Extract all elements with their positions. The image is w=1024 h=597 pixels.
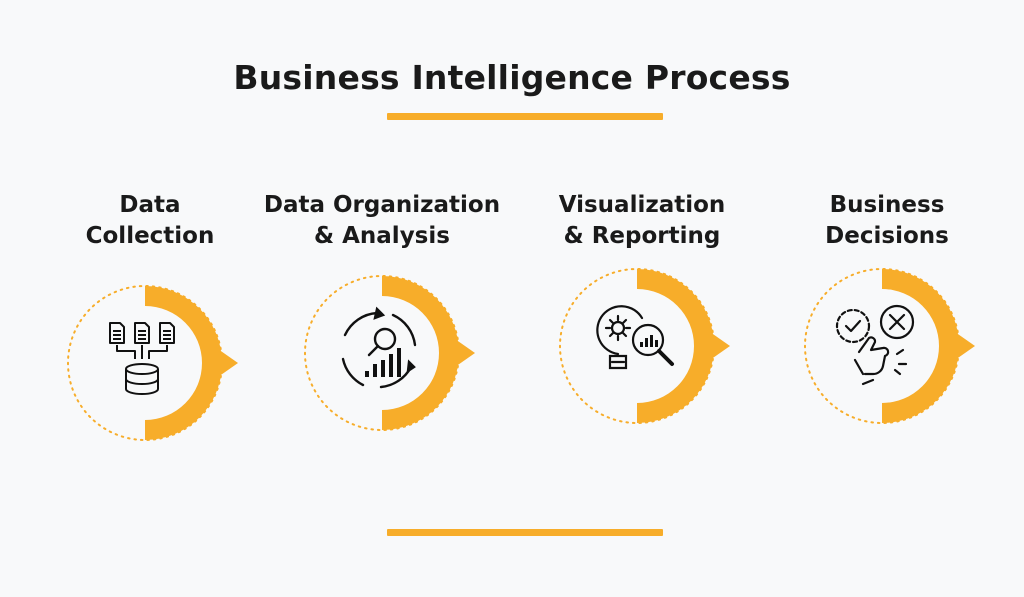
- step-4-ring: [804, 268, 975, 424]
- step-2-ring: [304, 275, 475, 431]
- step-1-label-line2: Collection: [85, 223, 215, 249]
- analysis-cycle-chart-icon: [341, 306, 417, 389]
- page-title: Business Intelligence Process: [233, 58, 791, 97]
- step-1-label-line1: Data: [119, 192, 181, 218]
- step-3-label-line1: Visualization: [558, 192, 726, 218]
- step-2-label-line1: Data Organization: [263, 192, 501, 218]
- database-documents-icon: [109, 322, 175, 395]
- step-3-label: Visualization & Reporting: [532, 190, 752, 252]
- step-3-ring: [559, 268, 730, 424]
- footer-bar: [387, 529, 663, 536]
- hand-check-cross-icon: [835, 304, 915, 386]
- step-4-label: Business Decisions: [777, 190, 997, 252]
- step-3-label-line2: & Reporting: [563, 223, 721, 249]
- title-underline: [387, 113, 663, 120]
- step-2-label-line2: & Analysis: [314, 223, 450, 249]
- step-1-label: Data Collection: [40, 190, 260, 252]
- step-4-label-line1: Business: [829, 192, 945, 218]
- step-2-label: Data Organization & Analysis: [252, 190, 512, 252]
- step-1-ring: [67, 285, 238, 441]
- lightbulb-gear-magnifier-icon: [596, 305, 674, 370]
- step-4-label-line2: Decisions: [825, 223, 949, 249]
